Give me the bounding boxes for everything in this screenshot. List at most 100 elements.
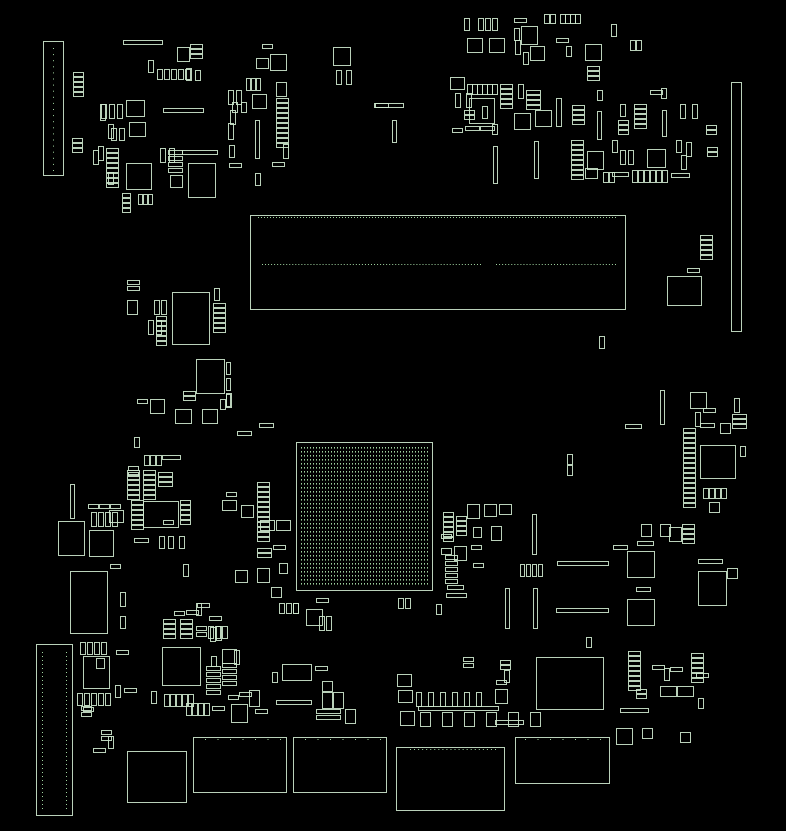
passive-component <box>683 443 696 448</box>
passive-component <box>572 110 585 115</box>
passive-component <box>683 463 696 468</box>
passive-component <box>572 120 585 125</box>
small-component <box>690 392 707 409</box>
passive-component <box>293 603 299 614</box>
thin-component <box>374 103 389 108</box>
passive-component <box>680 732 691 743</box>
small-component <box>585 44 602 61</box>
passive-component <box>492 84 498 95</box>
bottom-left-connector <box>36 644 73 816</box>
small-component <box>231 704 248 723</box>
passive-component <box>634 119 647 124</box>
passive-component <box>110 504 121 509</box>
passive-component <box>456 521 467 526</box>
passive-component <box>740 446 746 457</box>
passive-component <box>316 715 341 720</box>
passive-component <box>232 102 238 113</box>
passive-component <box>700 235 713 240</box>
passive-component <box>257 548 272 553</box>
passive-component <box>628 656 641 661</box>
passive-component <box>650 170 656 183</box>
thin-component <box>662 110 667 137</box>
passive-component <box>178 69 184 80</box>
passive-component <box>276 113 289 118</box>
passive-component <box>452 128 463 133</box>
port-pins <box>305 739 381 740</box>
passive-component <box>707 152 718 157</box>
passive-component <box>500 89 513 94</box>
passive-component <box>499 504 512 515</box>
small-component <box>270 54 287 71</box>
passive-component <box>222 626 228 639</box>
passive-component <box>286 603 292 614</box>
passive-component <box>538 564 543 577</box>
passive-component <box>420 712 431 727</box>
passive-component <box>523 52 529 65</box>
passive-component <box>128 466 139 471</box>
port-pins <box>410 749 496 750</box>
passive-component <box>587 71 600 76</box>
passive-component <box>446 593 467 598</box>
port-connector <box>515 737 610 784</box>
passive-component <box>526 95 541 100</box>
passive-component <box>180 515 191 520</box>
passive-component <box>683 433 696 438</box>
dimm-pin-row-right <box>496 264 616 265</box>
passive-component <box>196 632 207 637</box>
thin-component <box>276 700 312 705</box>
passive-component <box>571 160 584 165</box>
passive-component <box>180 520 191 525</box>
passive-component <box>620 104 626 117</box>
passive-component <box>346 70 352 85</box>
passive-component <box>628 661 641 666</box>
passive-component <box>211 656 217 667</box>
passive-component <box>532 564 537 577</box>
passive-component <box>131 510 144 515</box>
passive-component <box>464 692 470 707</box>
passive-component <box>692 104 698 119</box>
passive-component <box>206 672 221 677</box>
passive-component <box>696 673 709 678</box>
passive-component <box>464 110 475 115</box>
passive-component <box>251 78 256 91</box>
passive-component <box>612 140 618 153</box>
passive-component <box>467 84 473 95</box>
passive-component <box>681 155 687 170</box>
passive-component <box>106 163 119 168</box>
passive-component <box>473 563 484 568</box>
passive-component <box>611 24 617 37</box>
passive-component <box>156 320 162 335</box>
passive-component <box>496 680 507 685</box>
passive-component <box>530 712 541 727</box>
passive-component <box>441 534 452 539</box>
passive-component <box>91 693 97 706</box>
passive-component <box>77 693 83 706</box>
cpu-bga-outline <box>296 442 433 591</box>
passive-component <box>293 603 299 614</box>
small-component <box>641 524 652 537</box>
passive-component <box>575 14 581 24</box>
passive-component <box>700 245 713 250</box>
passive-component <box>682 539 695 544</box>
passive-component <box>84 693 90 706</box>
ic-chip <box>172 292 210 345</box>
passive-component <box>106 183 119 188</box>
passive-component <box>618 125 629 130</box>
small-component <box>514 113 531 130</box>
ic-chip <box>536 657 604 710</box>
passive-component <box>255 173 261 186</box>
small-component <box>252 94 267 109</box>
small-component <box>150 399 165 414</box>
passive-component <box>418 706 499 711</box>
passive-component <box>222 663 237 668</box>
passive-component <box>463 657 474 662</box>
passive-component <box>257 507 270 512</box>
passive-component <box>443 527 454 532</box>
passive-component <box>163 624 176 629</box>
passive-component <box>566 46 572 57</box>
passive-component <box>122 193 131 198</box>
passive-component <box>72 138 83 143</box>
passive-component <box>567 465 573 476</box>
passive-component <box>73 77 84 82</box>
passive-component <box>236 90 242 105</box>
